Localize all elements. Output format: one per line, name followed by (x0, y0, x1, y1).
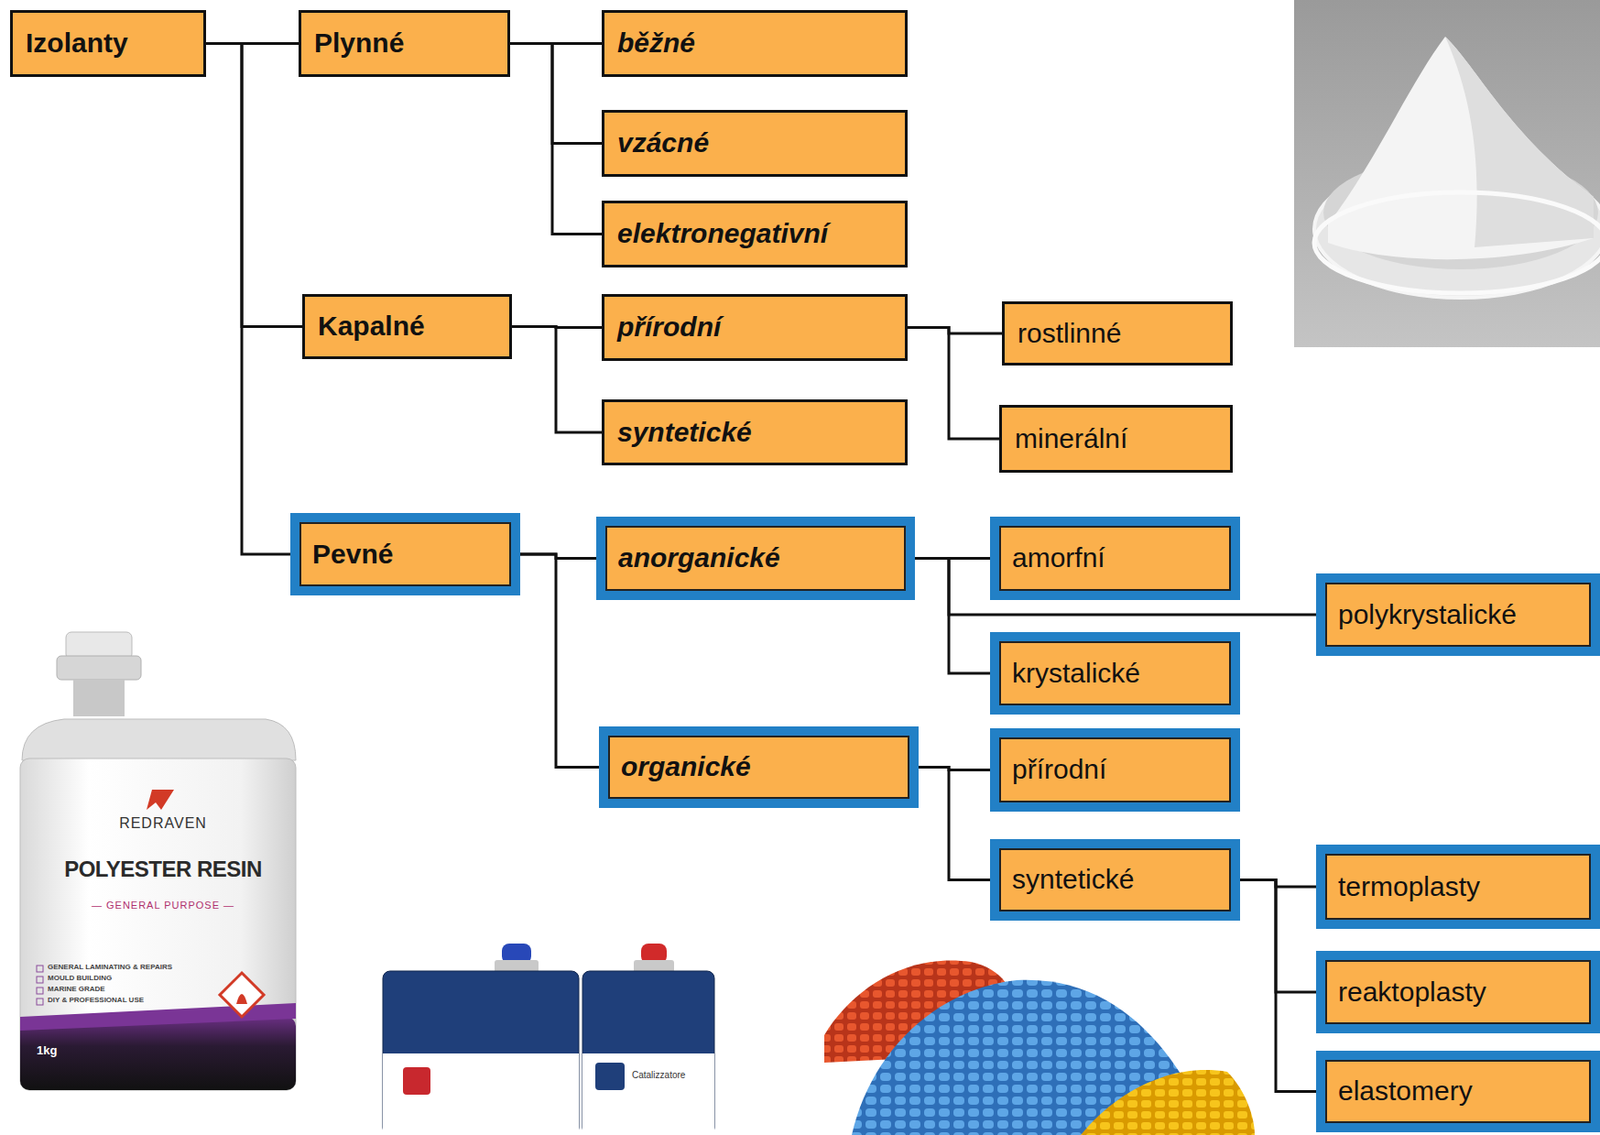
category-box: elektronegativní (601, 200, 908, 268)
highlighted-category-box: elastomery (1316, 1050, 1600, 1132)
illustration-part (382, 1053, 579, 1135)
product-label: DIY & PROFESSIONAL USE (47, 996, 144, 1005)
illustration-part (236, 993, 248, 1004)
highlighted-category-box: přírodní (990, 728, 1241, 812)
category-box: syntetické (601, 399, 908, 466)
tree-connector (914, 558, 991, 675)
product-label: 1kg (36, 1044, 57, 1057)
category-label: syntetické (1012, 863, 1134, 896)
illustration-part (1327, 36, 1594, 260)
illustration-part (595, 1062, 625, 1090)
plastic-pellets (824, 959, 1255, 1135)
tree-connector (520, 554, 599, 768)
illustration-part (21, 718, 296, 761)
highlighted-category-box: termoplasty (1316, 844, 1600, 929)
category-box: Plynné (298, 10, 511, 77)
category-label: minerální (1014, 423, 1128, 456)
category-label: běžné (617, 27, 696, 60)
illustration-part (20, 1002, 296, 1031)
category-label: vzácné (617, 127, 709, 160)
tree-connector (511, 326, 602, 434)
category-box: běžné (601, 10, 908, 77)
highlighted-category-box: amorfní (990, 516, 1241, 600)
category-label: elastomery (1338, 1075, 1473, 1108)
tree-connector (918, 767, 991, 881)
category-label: organické (620, 751, 752, 784)
illustration-part (36, 976, 44, 983)
category-label: Kapalné (317, 310, 425, 343)
category-label: Plynné (314, 27, 404, 60)
category-box: minerální (999, 404, 1233, 473)
illustration-part (36, 987, 44, 994)
illustration-part (73, 679, 125, 717)
category-label: krystalické (1012, 657, 1141, 690)
highlighted-category-box: reaktoplasty (1316, 950, 1600, 1034)
category-box: Izolanty (10, 10, 207, 77)
highlighted-category-box: Pevné (290, 512, 521, 596)
catalyst-cans (382, 943, 715, 1135)
illustration-part (1314, 192, 1600, 294)
tree-connector (206, 43, 303, 327)
highlighted-category-box: syntetické (990, 838, 1241, 921)
category-label: anorganické (618, 542, 781, 575)
category-label: polykrystalické (1338, 598, 1517, 632)
illustration-part (402, 1066, 431, 1095)
product-label: Catalizzatore (631, 1069, 686, 1080)
category-label: elektronegativní (617, 217, 828, 251)
highlighted-category-box: organické (598, 726, 919, 808)
tree-connector (510, 43, 602, 144)
category-box: rostlinné (1001, 301, 1233, 366)
category-label: Pevné (312, 538, 393, 571)
category-label: přírodní (1012, 753, 1107, 786)
category-box: Kapalné (302, 293, 512, 360)
category-label: reaktoplasty (1338, 976, 1487, 1009)
illustration-part (36, 998, 44, 1005)
tree-connector (206, 43, 291, 556)
illustration-part (56, 655, 142, 680)
illustration-part (20, 758, 296, 1090)
highlighted-category-box: krystalické (990, 631, 1241, 715)
category-label: Izolanty (25, 27, 129, 60)
powder-photo (1294, 0, 1600, 348)
category-box: vzácné (601, 109, 908, 177)
resin-can (20, 631, 296, 1090)
category-label: termoplasty (1338, 870, 1481, 904)
product-label: — GENERAL PURPOSE — (91, 899, 235, 911)
category-label: syntetické (617, 416, 752, 449)
illustration-part (582, 1053, 715, 1135)
category-box: přírodní (601, 293, 908, 361)
illustration-part (219, 972, 264, 1017)
illustration-part (582, 970, 715, 1135)
highlighted-category-box: anorganické (596, 516, 915, 600)
illustration-part (382, 970, 579, 1135)
category-label: přírodní (617, 311, 721, 344)
product-label: POLYESTER RESIN (64, 857, 262, 882)
tree-connector (1240, 880, 1317, 1092)
category-label: amorfní (1012, 542, 1106, 575)
product-label: MOULD BUILDING (47, 974, 112, 983)
category-label: rostlinné (1017, 317, 1122, 350)
tree-connector (510, 43, 602, 235)
product-label: MARINE GRADE (47, 985, 106, 994)
tree-connector (1240, 880, 1317, 993)
product-label: REDRAVEN (119, 815, 207, 832)
tree-connector (907, 327, 1000, 440)
product-label: GENERAL LAMINATING & REPAIRS (47, 963, 173, 972)
illustration-part (1445, 36, 1594, 248)
highlighted-category-box: polykrystalické (1316, 573, 1600, 656)
illustration-part (36, 965, 44, 972)
illustration-part (146, 789, 175, 810)
illustration-part (1080, 1069, 1255, 1135)
